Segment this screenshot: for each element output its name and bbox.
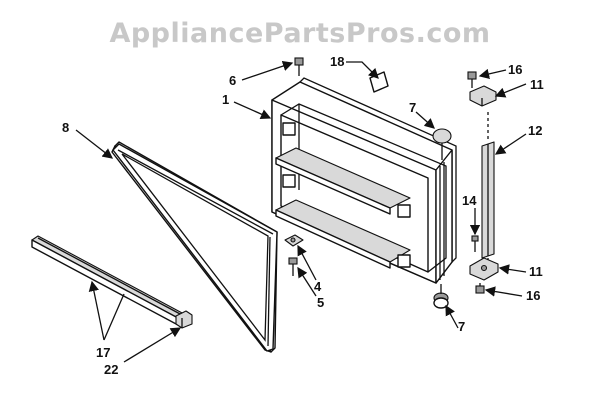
callout-11-bottom: 11 <box>529 264 543 279</box>
screw-handle-top <box>467 71 477 88</box>
screw-small <box>471 235 479 252</box>
callout-11-top: 11 <box>530 77 544 92</box>
door-gasket <box>111 141 278 353</box>
callout-7-top: 7 <box>409 100 416 115</box>
callout-17: 17 <box>96 345 110 360</box>
callout-14: 14 <box>462 193 477 208</box>
callout-22: 22 <box>104 362 118 377</box>
screw-handle-bottom <box>475 283 485 294</box>
door-liner-assembly <box>271 77 457 284</box>
door-stop <box>284 234 304 247</box>
hinge-plug-top <box>432 128 452 160</box>
screw-door-stop <box>288 257 298 276</box>
callout-7-bottom: 7 <box>458 319 465 334</box>
callout-5: 5 <box>317 295 324 310</box>
callout-labels: 6 1 18 7 8 4 5 7 16 11 12 14 11 16 17 22 <box>62 54 544 377</box>
callout-1: 1 <box>222 92 229 107</box>
callout-4: 4 <box>314 279 322 294</box>
strip-end-cap <box>175 310 193 329</box>
hinge-bushing-bottom <box>433 284 449 309</box>
door-label <box>369 71 389 93</box>
handle-end-cap-bottom <box>469 257 499 281</box>
callout-8: 8 <box>62 120 69 135</box>
callout-18: 18 <box>330 54 344 69</box>
leader-lines <box>75 61 527 363</box>
callout-6: 6 <box>229 73 236 88</box>
screw-top <box>294 57 304 76</box>
door-handle <box>481 112 495 266</box>
site-watermark: AppliancePartsPros.com <box>109 18 491 49</box>
callout-16-bottom: 16 <box>526 288 540 303</box>
callout-16-top: 16 <box>508 62 522 77</box>
breaker-strip <box>31 235 185 326</box>
callout-12: 12 <box>528 123 542 138</box>
handle-end-cap-top <box>469 85 497 107</box>
